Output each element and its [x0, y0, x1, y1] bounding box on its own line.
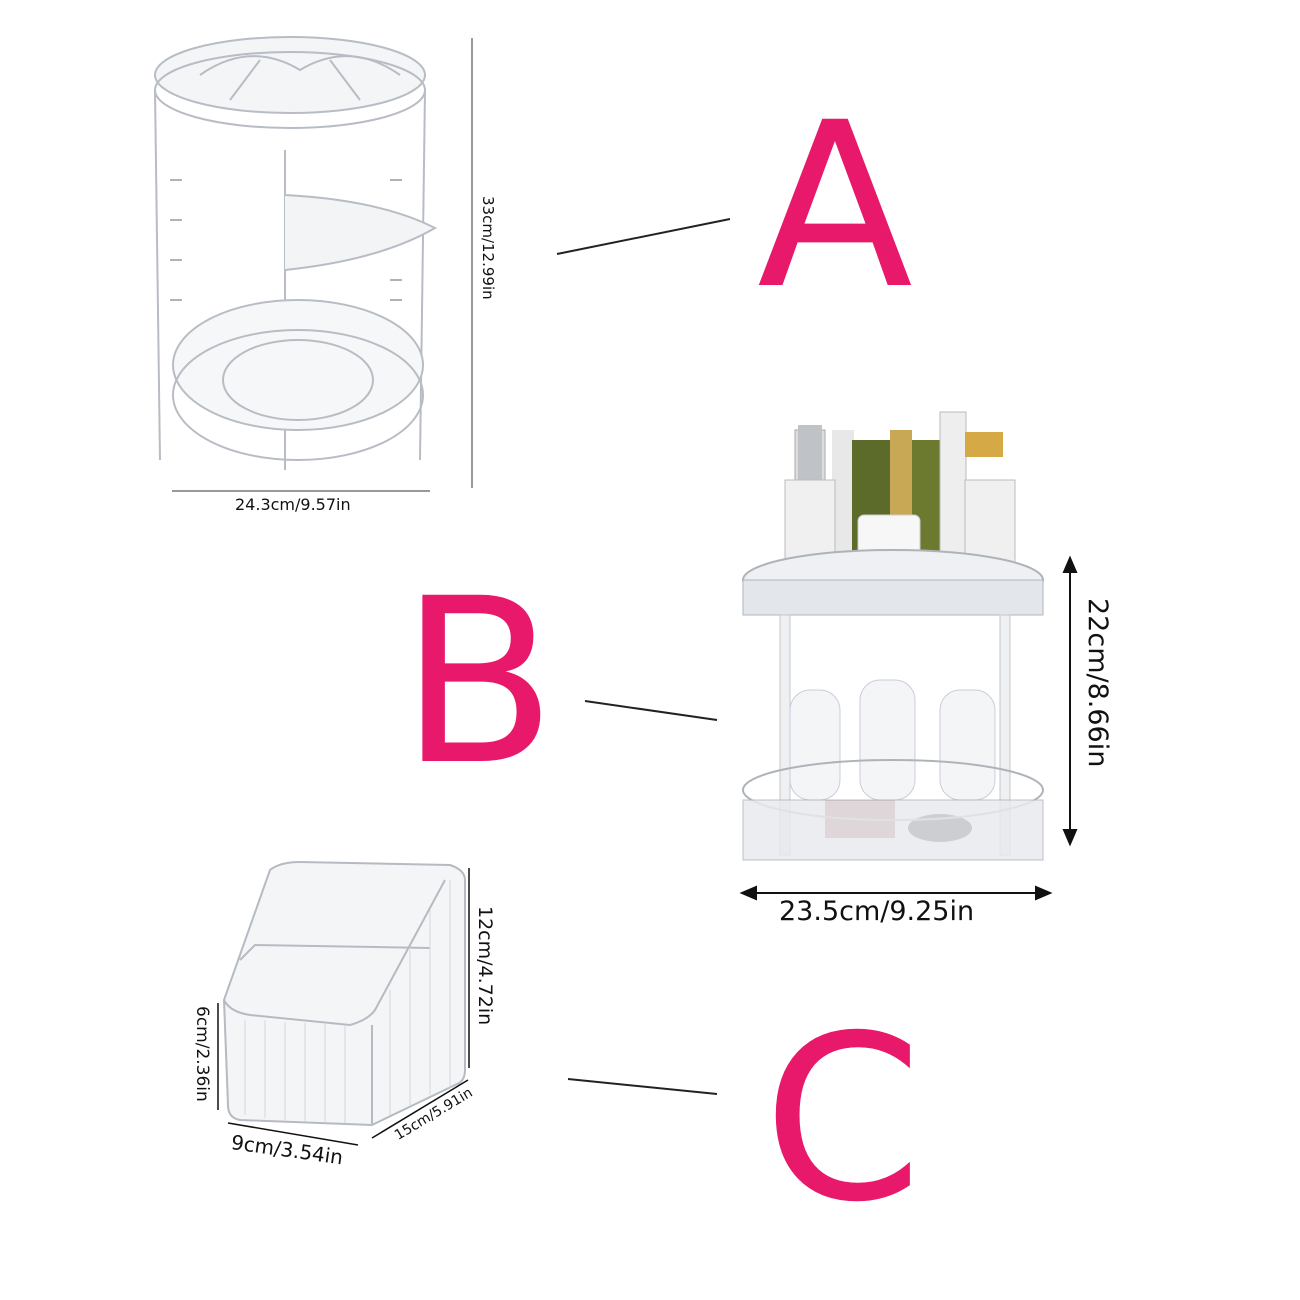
product-a-width-label: 24.3cm/9.57in: [235, 495, 351, 514]
product-c-height-label: 12cm/4.72in: [474, 906, 496, 1026]
product-a-height-label: 33cm/12.99in: [479, 196, 497, 300]
connector-line-a: [556, 218, 731, 255]
connector-line-c: [567, 1078, 718, 1095]
product-b-width-arrow: [739, 885, 1053, 901]
product-a-image: [154, 36, 438, 470]
product-b-height-label: 22cm/8.66in: [1082, 598, 1113, 768]
label-a: A: [757, 73, 913, 339]
product-c-depth-line: [371, 1079, 469, 1139]
label-b: B: [400, 549, 557, 815]
product-b-height-arrow: [1062, 555, 1078, 847]
connector-line-b: [584, 700, 718, 721]
label-c: C: [763, 986, 923, 1252]
product-c-image: [222, 860, 466, 1127]
product-c-width-line: [227, 1122, 359, 1146]
product-b-image: [742, 411, 1044, 861]
product-c-front-height-label: 6cm/2.36in: [192, 1006, 212, 1102]
product-b-width-label: 23.5cm/9.25in: [779, 896, 975, 927]
